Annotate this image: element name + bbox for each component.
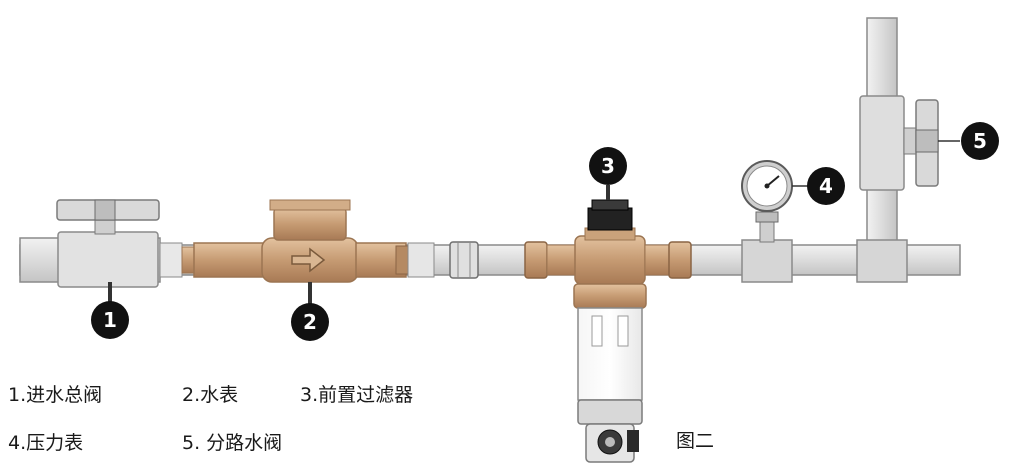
figure-label: 图二 (676, 430, 715, 452)
union-fitting (449, 241, 479, 279)
branch-valve (859, 95, 960, 191)
svg-text:5: 5 (973, 129, 987, 153)
flow-arrow-icon (291, 247, 326, 273)
legend-item-3: 3.前置过滤器 (300, 384, 414, 406)
badge-5: 5 (961, 122, 999, 160)
branch-pipe (856, 17, 908, 283)
badge-4: 4 (807, 167, 845, 205)
water-meter (193, 199, 435, 304)
badge-2: 2 (291, 303, 329, 341)
legend-item-5: 5. 分路水阀 (182, 432, 283, 454)
pressure-gauge (741, 160, 808, 283)
svg-text:2: 2 (303, 310, 317, 334)
svg-text:4: 4 (819, 174, 833, 198)
pre-filter (524, 199, 692, 463)
legend-item-4: 4.压力表 (8, 432, 84, 454)
svg-text:1: 1 (103, 308, 117, 332)
legend-item-1: 1.进水总阀 (8, 384, 103, 406)
badge-1: 1 (91, 301, 129, 339)
svg-text:3: 3 (601, 154, 615, 178)
legend-item-2: 2.水表 (182, 384, 239, 406)
main-inlet-valve (19, 199, 195, 302)
badge-3: 3 (589, 147, 627, 200)
